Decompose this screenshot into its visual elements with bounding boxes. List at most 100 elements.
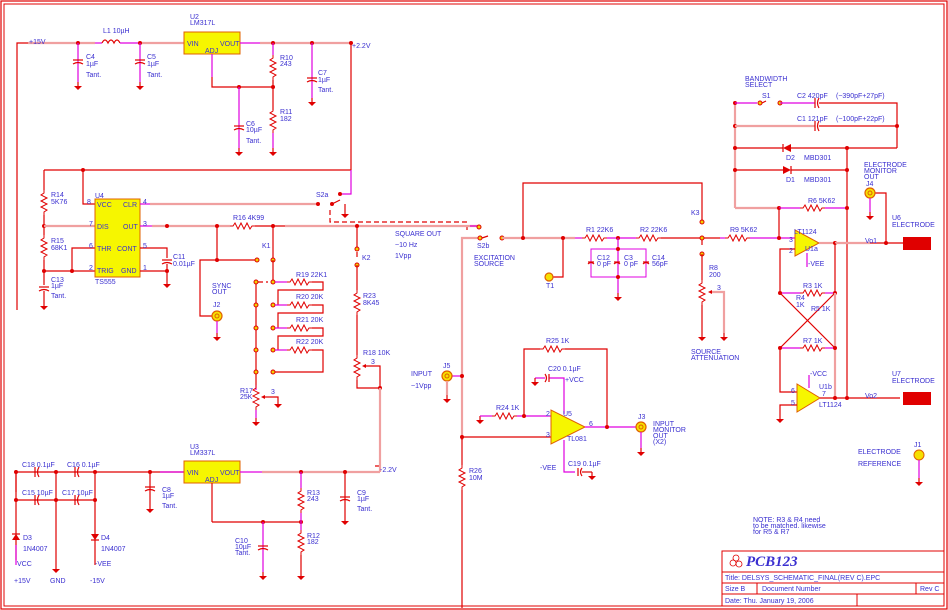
label-c16: C16 0.1µF — [67, 462, 100, 469]
title-block-rev: Rev C — [920, 586, 939, 593]
ground-icon — [340, 516, 350, 526]
label-c13-type: Tant. — [51, 293, 66, 300]
resistor-r26 — [458, 464, 466, 491]
label-c12: C12 — [597, 255, 610, 262]
label-r15-value: 68K1 — [51, 245, 67, 252]
label-r22: R22 20K — [296, 339, 324, 346]
pin-vcc: VCC — [97, 202, 112, 209]
label-r6: R6 5K62 — [808, 198, 835, 205]
test-point-t1[interactable] — [544, 272, 554, 282]
resistor-r15 — [40, 234, 48, 261]
label-r4: R4 — [796, 295, 805, 302]
label-r10-value: 243 — [280, 61, 292, 68]
label-c9-value: 1µF — [357, 496, 369, 503]
top-regulator-section — [16, 31, 353, 310]
label-vo1: Vo1 — [865, 238, 877, 245]
input-monitor-jack-j3[interactable] — [635, 421, 647, 433]
label-u5: U5 — [563, 411, 572, 418]
input-jack-j5[interactable] — [441, 370, 453, 382]
ground-icon — [613, 292, 623, 302]
label-r2: R2 22K6 — [640, 227, 667, 234]
resistor-r19 — [286, 278, 313, 286]
pin-trig: TRIG — [97, 268, 114, 275]
resistor-r25 — [539, 345, 566, 353]
ground-icon — [530, 377, 540, 387]
label-r7: R7 1K — [803, 338, 823, 345]
pin-num: 2 — [546, 411, 550, 418]
label-r8: R8 — [709, 265, 718, 272]
label-s2b: S2b — [477, 243, 490, 250]
label-vee-u1a: -VEE — [808, 261, 825, 268]
resistor-r12 — [297, 529, 305, 556]
label-input-monitor-1: INPUT — [653, 421, 675, 428]
label-electrode-monitor-2: MONITOR — [864, 168, 897, 175]
label-r26-value: 10M — [469, 475, 483, 482]
label-vcc-u1b: -VCC — [810, 371, 827, 378]
label-d3-part: 1N4007 — [23, 546, 48, 553]
label-c3-value: 0 pF — [624, 261, 638, 268]
label-c3: C3 — [624, 255, 633, 262]
label-u3-part: LM337L — [190, 450, 215, 457]
ground-icon — [340, 209, 350, 219]
label-r13-value: 243 — [307, 496, 319, 503]
pin-num: 6 — [89, 243, 93, 250]
label-vo2: Vo2 — [865, 393, 877, 400]
resistor-r13 — [297, 487, 305, 514]
label-input-monitor-4: (X2) — [653, 439, 666, 446]
label-r8-value: 200 — [709, 272, 721, 279]
label-r5: R5 1K — [811, 306, 831, 313]
pin-num: 4 — [143, 199, 147, 206]
ground-icon — [135, 81, 145, 91]
label-c4: C4 — [86, 54, 95, 61]
pin-out: OUT — [123, 224, 139, 231]
potentiometer-r8[interactable] — [698, 279, 706, 306]
pin-num: 7 — [822, 391, 826, 398]
label-r17: R17 — [240, 388, 253, 395]
pin-num: 3 — [271, 389, 275, 396]
label-electrode-reference-1: ELECTRODE — [858, 449, 901, 456]
label-c1-note: (~100pF+22pF) — [836, 116, 885, 123]
label-vcc: VCC — [17, 561, 32, 568]
ground-icon — [234, 147, 244, 157]
pin-num: 3 — [789, 237, 793, 244]
label-j3: J3 — [638, 414, 646, 421]
label-u1a-part: LT1124 — [794, 229, 817, 236]
title-block-doc-number: Document Number — [762, 586, 821, 593]
sync-out-jack-j2[interactable] — [211, 310, 223, 322]
timer-u4 — [94, 198, 141, 278]
pin-vout: VOUT — [220, 41, 240, 48]
label-u4-part: TS555 — [95, 279, 116, 286]
label-c1: C1 121pF — [797, 116, 828, 123]
diode-d1 — [783, 166, 791, 174]
electrode-reference-jack-j1[interactable] — [913, 449, 925, 461]
input-amplifier-section — [441, 345, 647, 608]
pin-num: 5 — [791, 400, 795, 407]
label-r10: R10 — [280, 55, 293, 62]
pin-vin: VIN — [187, 41, 199, 48]
label-c8-value: 1µF — [162, 493, 174, 500]
label-j2: J2 — [213, 302, 221, 309]
label-r18: R18 10K — [363, 350, 391, 357]
label-u7-electrode: ELECTRODE — [892, 378, 935, 385]
note-line-2: to be matched. likewise — [753, 523, 826, 530]
resistor-r21 — [286, 324, 313, 332]
pin-vout: VOUT — [220, 470, 240, 477]
label-c10-type: Tant. — [235, 550, 250, 557]
opamp-u5 — [550, 409, 587, 445]
resistor-r9 — [724, 234, 751, 242]
pin-adj: ADJ — [205, 477, 218, 484]
title-block-date: Date: Thu. January 19, 2006 — [725, 598, 814, 605]
pin-thr: THR — [97, 246, 111, 253]
label-r3: R3 1K — [803, 283, 823, 290]
pin-num: 7 — [89, 221, 93, 228]
electrode-monitor-jack-j4[interactable] — [864, 187, 876, 199]
pin-num: 3 — [143, 221, 147, 228]
label-input-monitor-3: OUT — [653, 433, 669, 440]
label-u3: U3 — [190, 444, 199, 451]
pin-num: 3 — [371, 359, 375, 366]
label-c6-value: 10µF — [246, 127, 262, 134]
potentiometer-r18[interactable] — [353, 354, 361, 381]
label-s1: S1 — [762, 93, 771, 100]
label-c20: C20 0.1µF — [548, 366, 581, 373]
